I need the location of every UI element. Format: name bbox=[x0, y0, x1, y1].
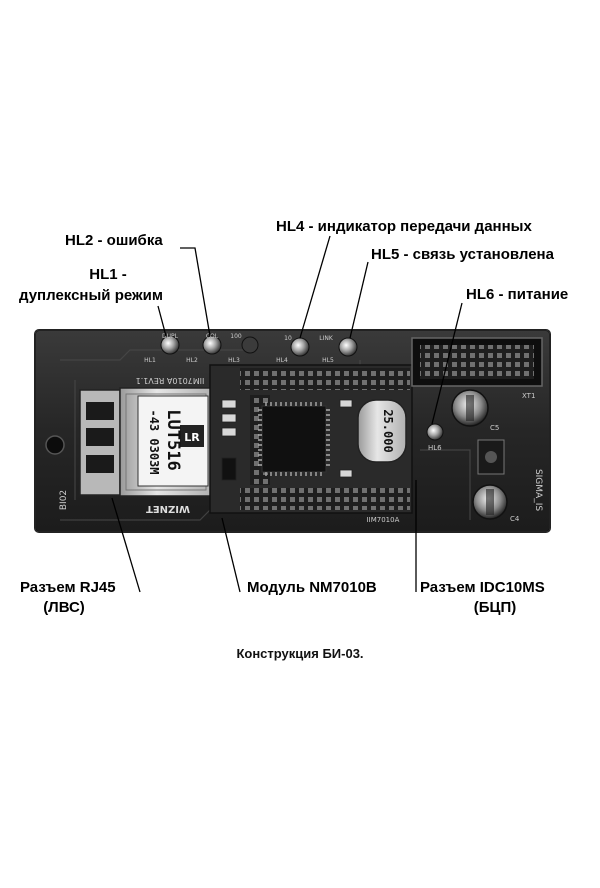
chip-text-1: LUT516 bbox=[163, 409, 183, 470]
svg-text:LR: LR bbox=[184, 431, 200, 444]
label-hl2: HL2 - ошибка bbox=[65, 232, 163, 249]
led-mark-link: LINK bbox=[319, 335, 334, 342]
idc10ms-connector bbox=[411, 337, 543, 387]
transformer-chip: LR LUT516 -43 0303M bbox=[137, 395, 209, 487]
label-hl4: HL4 - индикатор передачи данных bbox=[276, 218, 532, 235]
led-hl6 bbox=[426, 423, 444, 441]
figure-caption: Конструкция БИ-03. bbox=[236, 646, 364, 661]
led-ref-hl2: HL2 bbox=[186, 357, 198, 364]
led-mark-100: 100 bbox=[230, 333, 242, 340]
chip-text-2: -43 0303M bbox=[147, 409, 161, 474]
label-hl1-line1: HL1 - bbox=[89, 266, 127, 283]
c5-silkscreen: C5 bbox=[490, 424, 499, 432]
label-idc-line2: (БЦП) bbox=[473, 599, 517, 616]
left-edge-silkscreen: BI02 bbox=[59, 490, 69, 510]
label-idc-line1: Разъем IDC10MS bbox=[420, 579, 545, 596]
led-hl1 bbox=[160, 335, 180, 355]
mounting-hole bbox=[45, 435, 65, 455]
leader-lines bbox=[111, 235, 463, 593]
hl6-silkscreen: HL6 bbox=[428, 444, 442, 452]
led-hl5 bbox=[338, 337, 358, 357]
crystal-text: 25.000 bbox=[381, 409, 395, 452]
capacitor-c5 bbox=[451, 389, 489, 427]
crystal-oscillator: 25.000 bbox=[357, 399, 407, 463]
pin-header-top bbox=[240, 368, 410, 390]
wiznet-silkscreen: WIZNET bbox=[146, 503, 190, 514]
xt1-silkscreen: XT1 bbox=[522, 392, 535, 400]
led-hl3 bbox=[241, 336, 259, 354]
led-row bbox=[160, 335, 358, 357]
label-hl1-line2: дуплексный режим bbox=[19, 287, 163, 304]
ethernet-controller-chip bbox=[258, 402, 330, 476]
label-rj45-line2: (ЛВС) bbox=[43, 599, 85, 616]
led-hl4 bbox=[290, 337, 310, 357]
led-mark-col: COL bbox=[206, 333, 219, 340]
right-edge-silkscreen: SIGMA_IS bbox=[533, 469, 543, 511]
led-mark-10: 10 bbox=[284, 335, 292, 342]
c4-silkscreen: C4 bbox=[510, 515, 520, 523]
led-mark-dupl: DUPL bbox=[162, 333, 179, 340]
label-rj45-line1: Разъем RJ45 bbox=[20, 579, 116, 596]
led-ref-hl3: HL3 bbox=[228, 357, 240, 364]
led-ref-hl1: HL1 bbox=[144, 357, 156, 364]
led-ref-hl4: HL4 bbox=[276, 357, 288, 364]
voltage-regulator bbox=[477, 439, 505, 475]
label-hl5: HL5 - связь установлена bbox=[371, 246, 554, 263]
label-module: Модуль NM7010B bbox=[247, 579, 377, 596]
led-hl2 bbox=[202, 335, 222, 355]
iim-bottom-label: IIM7010A bbox=[367, 516, 400, 524]
capacitor-c4 bbox=[472, 484, 508, 520]
label-hl6: HL6 - питание bbox=[466, 286, 569, 303]
led-ref-hl5: HL5 bbox=[322, 357, 334, 364]
rev-silkscreen: IIM7010A REV1.1 bbox=[136, 376, 205, 385]
pin-header-bottom bbox=[240, 488, 410, 510]
